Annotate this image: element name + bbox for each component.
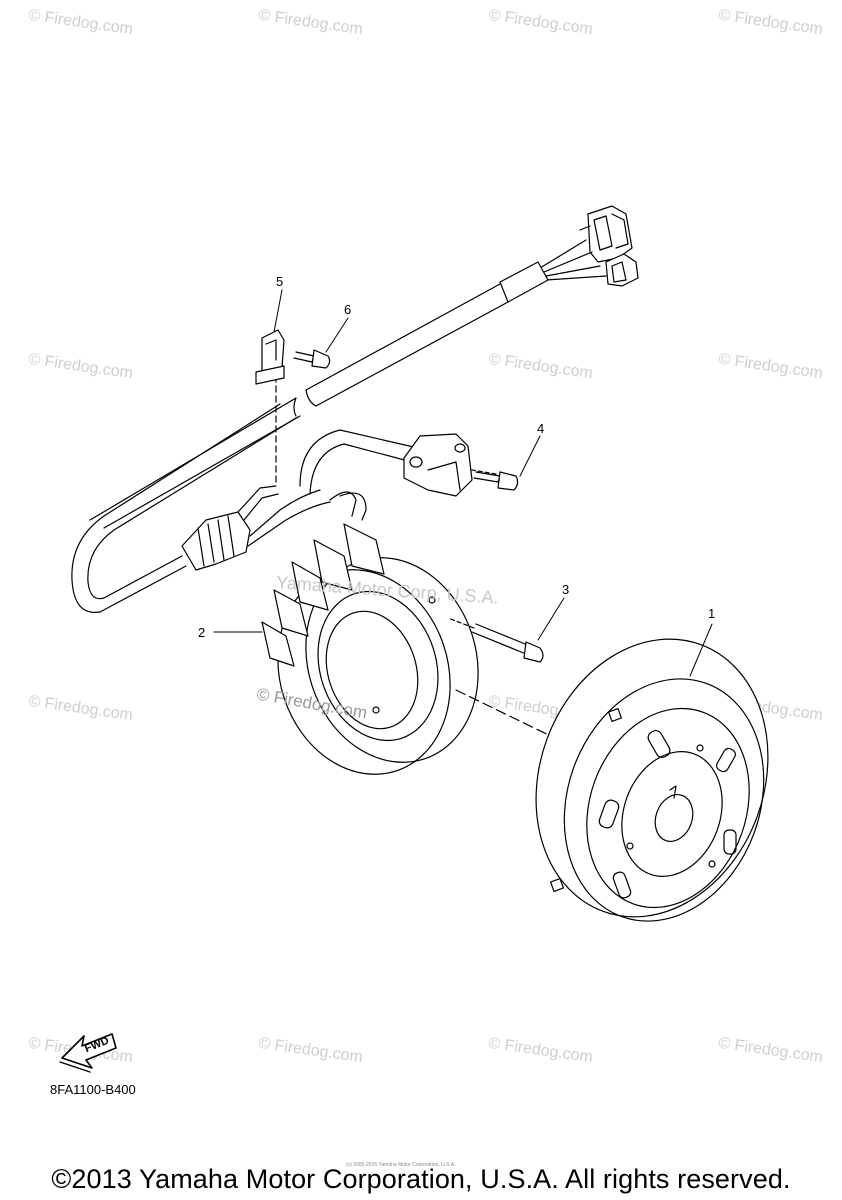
harness-cable-upper	[89, 283, 509, 529]
connector-plug-upper	[579, 205, 633, 263]
wire-bundle	[539, 239, 607, 281]
diagram-code: 8FA1100-B400	[50, 1082, 136, 1097]
fwd-arrow-icon	[59, 1033, 117, 1073]
bolt-3	[447, 617, 544, 663]
callout-1: 1	[708, 606, 716, 621]
harness-cable-loop	[71, 403, 297, 613]
tiny-copyright: (c) 2005-2015 Yamaha Motor Corporation, …	[346, 1162, 456, 1168]
leader-lines	[213, 289, 713, 677]
center-line	[455, 689, 601, 761]
bolt-4	[471, 469, 519, 491]
bolt-6	[293, 349, 331, 369]
clip-5	[255, 329, 285, 385]
harness-connector	[181, 485, 331, 571]
flywheel-rotor	[535, 638, 769, 922]
stator-lead	[299, 429, 419, 521]
callout-2: 2	[198, 625, 206, 640]
copyright-footer: ©2013 Yamaha Motor Corporation, U.S.A. A…	[51, 1164, 791, 1194]
callout-5: 5	[276, 274, 284, 289]
connector-plug-lower	[605, 253, 639, 287]
harness-sleeve	[499, 261, 549, 303]
stator	[261, 523, 479, 775]
callout-4: 4	[537, 421, 545, 436]
callout-6: 6	[344, 302, 352, 317]
callout-3: 3	[562, 582, 570, 597]
pickup-coil	[403, 433, 473, 497]
